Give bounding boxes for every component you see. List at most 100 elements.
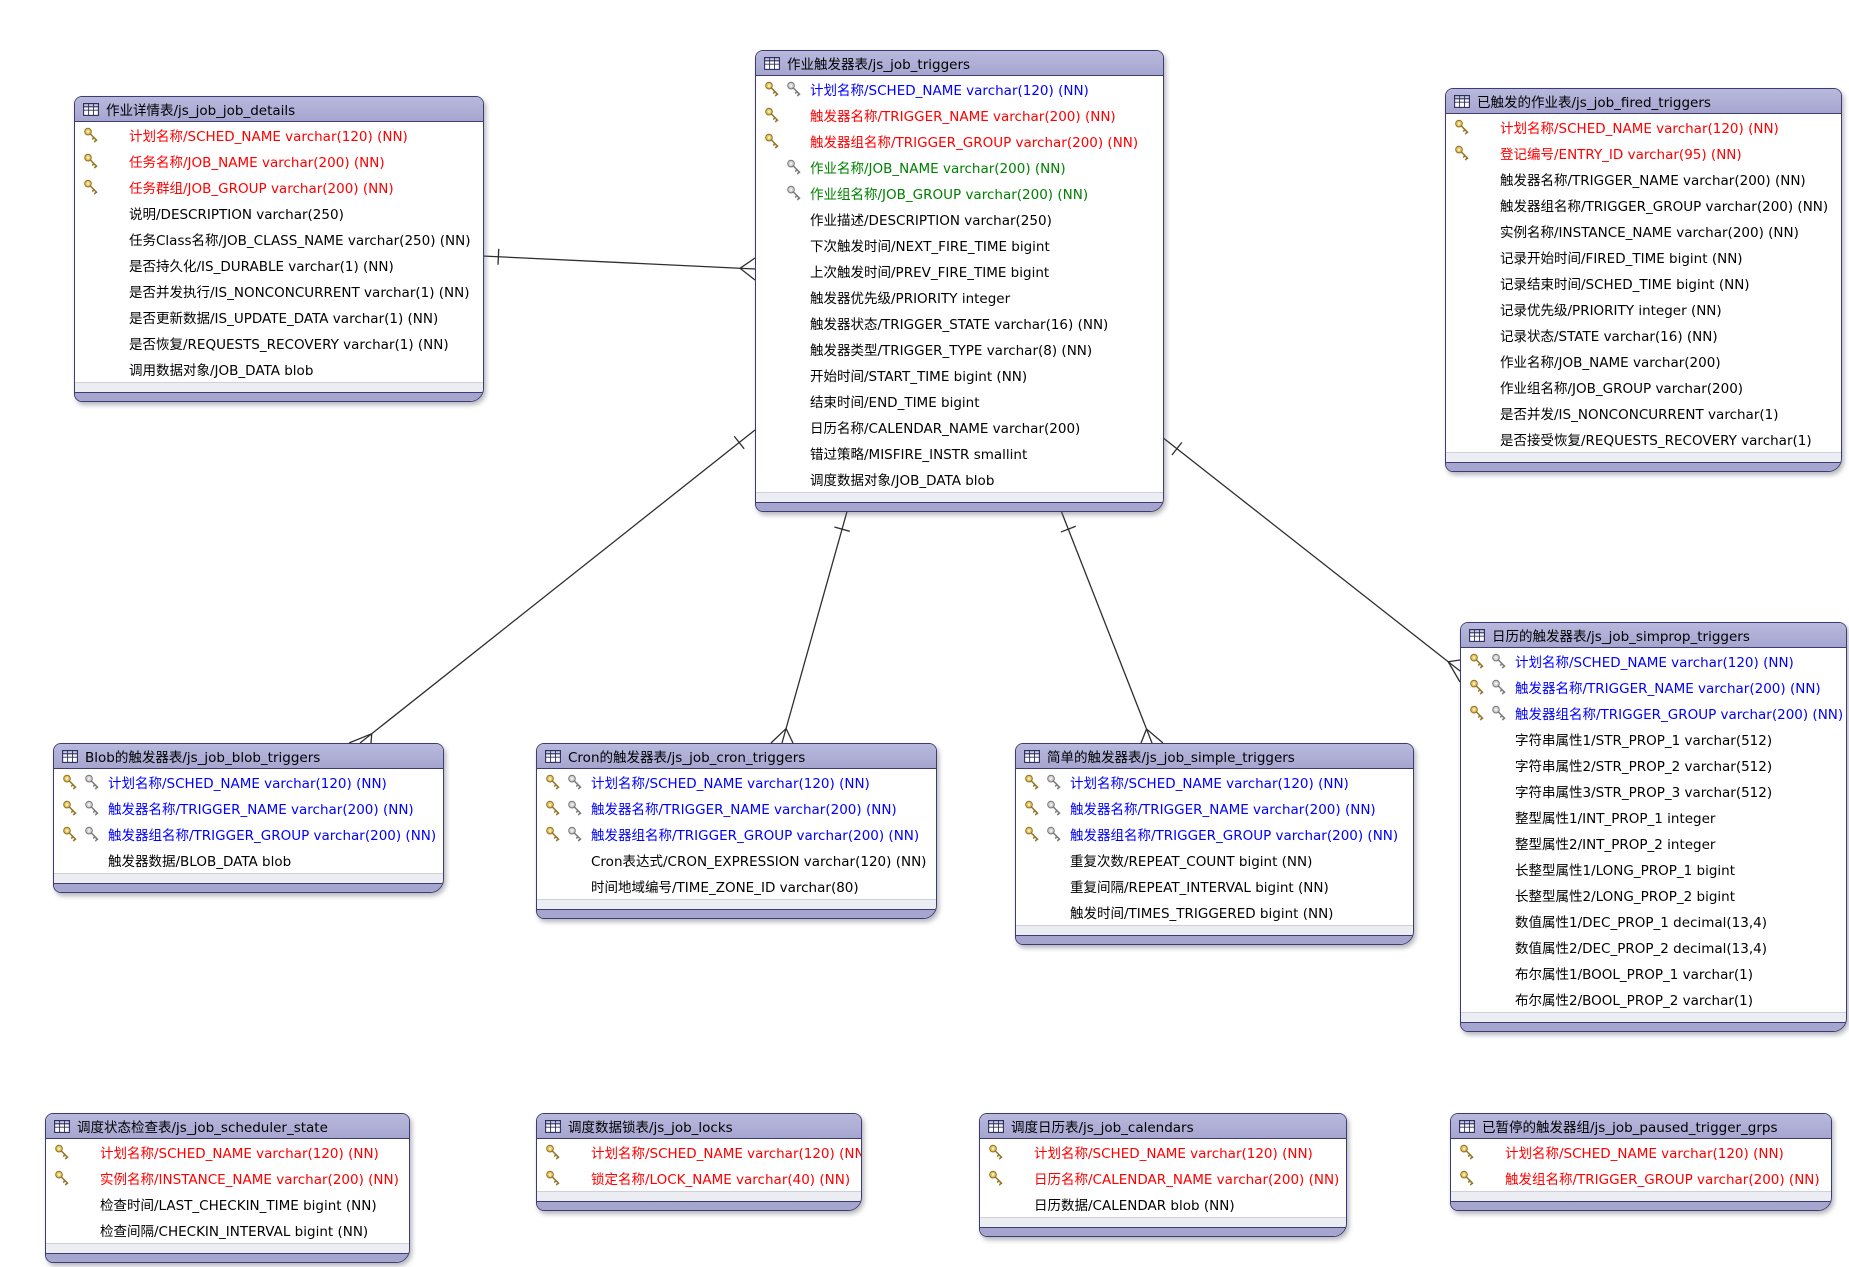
field-row[interactable]: 触发器优先级/PRIORITY integer — [756, 284, 1163, 310]
field-row[interactable]: 上次触发时间/PREV_FIRE_TIME bigint — [756, 258, 1163, 284]
field-row[interactable]: 计划名称/SCHED_NAME varchar(120) (NN) — [54, 769, 443, 795]
field-row[interactable]: 长整型属性2/LONG_PROP_2 bigint — [1461, 882, 1846, 908]
entity-header[interactable]: Cron的触发器表/js_job_cron_triggers — [537, 744, 936, 769]
field-row[interactable]: 作业组名称/JOB_GROUP varchar(200) (NN) — [756, 180, 1163, 206]
field-row[interactable]: 数值属性1/DEC_PROP_1 decimal(13,4) — [1461, 908, 1846, 934]
entity-header[interactable]: 已触发的作业表/js_job_fired_triggers — [1446, 89, 1841, 114]
field-row[interactable]: 触发器名称/TRIGGER_NAME varchar(200) (NN) — [54, 795, 443, 821]
field-row[interactable]: 触发组名称/TRIGGER_GROUP varchar(200) (NN) — [1451, 1165, 1831, 1191]
field-row[interactable]: 调用数据对象/JOB_DATA blob — [75, 356, 483, 382]
field-row[interactable]: 字符串属性1/STR_PROP_1 varchar(512) — [1461, 726, 1846, 752]
field-row[interactable]: 计划名称/SCHED_NAME varchar(120) (NN) — [46, 1139, 409, 1165]
field-row[interactable]: 触发器名称/TRIGGER_NAME varchar(200) (NN) — [1016, 795, 1413, 821]
field-row[interactable]: 触发器类型/TRIGGER_TYPE varchar(8) (NN) — [756, 336, 1163, 362]
relationship-js_job_triggers-js_job_simprop_triggers[interactable] — [1161, 436, 1461, 683]
field-row[interactable]: 字符串属性3/STR_PROP_3 varchar(512) — [1461, 778, 1846, 804]
field-row[interactable]: Cron表达式/CRON_EXPRESSION varchar(120) (NN… — [537, 847, 936, 873]
field-row[interactable]: 记录优先级/PRIORITY integer (NN) — [1446, 296, 1841, 322]
entity-header[interactable]: 作业详情表/js_job_job_details — [75, 97, 483, 122]
field-row[interactable]: 作业描述/DESCRIPTION varchar(250) — [756, 206, 1163, 232]
field-row[interactable]: 计划名称/SCHED_NAME varchar(120) (NN) — [1016, 769, 1413, 795]
field-row[interactable]: 触发器组名称/TRIGGER_GROUP varchar(200) (NN) — [537, 821, 936, 847]
field-row[interactable]: 检查时间/LAST_CHECKIN_TIME bigint (NN) — [46, 1191, 409, 1217]
field-row[interactable]: 字符串属性2/STR_PROP_2 varchar(512) — [1461, 752, 1846, 778]
field-row[interactable]: 重复次数/REPEAT_COUNT bigint (NN) — [1016, 847, 1413, 873]
field-row[interactable]: 计划名称/SCHED_NAME varchar(120) (NN) — [1446, 114, 1841, 140]
field-row[interactable]: 触发器名称/TRIGGER_NAME varchar(200) (NN) — [537, 795, 936, 821]
field-row[interactable]: 触发时间/TIMES_TRIGGERED bigint (NN) — [1016, 899, 1413, 925]
field-row[interactable]: 记录开始时间/FIRED_TIME bigint (NN) — [1446, 244, 1841, 270]
field-row[interactable]: 记录结束时间/SCHED_TIME bigint (NN) — [1446, 270, 1841, 296]
field-row[interactable]: 计划名称/SCHED_NAME varchar(120) (NN) — [537, 1139, 861, 1165]
field-row[interactable]: 说明/DESCRIPTION varchar(250) — [75, 200, 483, 226]
entity-header[interactable]: 简单的触发器表/js_job_simple_triggers — [1016, 744, 1413, 769]
field-row[interactable]: 开始时间/START_TIME bigint (NN) — [756, 362, 1163, 388]
field-row[interactable]: 调度数据对象/JOB_DATA blob — [756, 466, 1163, 492]
field-row[interactable]: 作业名称/JOB_NAME varchar(200) (NN) — [756, 154, 1163, 180]
field-row[interactable]: 布尔属性1/BOOL_PROP_1 varchar(1) — [1461, 960, 1846, 986]
field-row[interactable]: 任务Class名称/JOB_CLASS_NAME varchar(250) (N… — [75, 226, 483, 252]
relationship-js_job_triggers-js_job_simple_triggers[interactable] — [1059, 507, 1164, 744]
field-row[interactable]: 计划名称/SCHED_NAME varchar(120) (NN) — [537, 769, 936, 795]
entity-header[interactable]: 调度状态检查表/js_job_scheduler_state — [46, 1114, 409, 1139]
field-row[interactable]: 数值属性2/DEC_PROP_2 decimal(13,4) — [1461, 934, 1846, 960]
field-row[interactable]: 触发器状态/TRIGGER_STATE varchar(16) (NN) — [756, 310, 1163, 336]
field-row[interactable]: 长整型属性1/LONG_PROP_1 bigint — [1461, 856, 1846, 882]
field-row[interactable]: 时间地域编号/TIME_ZONE_ID varchar(80) — [537, 873, 936, 899]
field-row[interactable]: 计划名称/SCHED_NAME varchar(120) (NN) — [756, 76, 1163, 102]
field-row[interactable]: 作业组名称/JOB_GROUP varchar(200) — [1446, 374, 1841, 400]
field-row[interactable]: 触发器组名称/TRIGGER_GROUP varchar(200) (NN) — [1446, 192, 1841, 218]
entity-header[interactable]: 调度数据锁表/js_job_locks — [537, 1114, 861, 1139]
field-row[interactable]: 结束时间/END_TIME bigint — [756, 388, 1163, 414]
field-row[interactable]: 日历名称/CALENDAR_NAME varchar(200) — [756, 414, 1163, 440]
relationship-js_job_job_details-js_job_triggers[interactable] — [481, 248, 756, 281]
field-row[interactable]: 是否并发/IS_NONCONCURRENT varchar(1) — [1446, 400, 1841, 426]
entity-header[interactable]: Blob的触发器表/js_job_blob_triggers — [54, 744, 443, 769]
field-row[interactable]: 作业名称/JOB_NAME varchar(200) — [1446, 348, 1841, 374]
field-row[interactable]: 是否更新数据/IS_UPDATE_DATA varchar(1) (NN) — [75, 304, 483, 330]
field-row[interactable]: 是否恢复/REQUESTS_RECOVERY varchar(1) (NN) — [75, 330, 483, 356]
field-row[interactable]: 计划名称/SCHED_NAME varchar(120) (NN) — [980, 1139, 1346, 1165]
field-row[interactable]: 日历数据/CALENDAR blob (NN) — [980, 1191, 1346, 1217]
entity-header[interactable]: 调度日历表/js_job_calendars — [980, 1114, 1346, 1139]
entity-header[interactable]: 日历的触发器表/js_job_simprop_triggers — [1461, 623, 1846, 648]
field-row[interactable]: 触发器组名称/TRIGGER_GROUP varchar(200) (NN) — [54, 821, 443, 847]
relationship-js_job_triggers-js_job_cron_triggers[interactable] — [770, 507, 850, 744]
field-row[interactable]: 整型属性2/INT_PROP_2 integer — [1461, 830, 1846, 856]
field-row[interactable]: 登记编号/ENTRY_ID varchar(95) (NN) — [1446, 140, 1841, 166]
field-row[interactable]: 下次触发时间/NEXT_FIRE_TIME bigint — [756, 232, 1163, 258]
field-row[interactable]: 记录状态/STATE varchar(16) (NN) — [1446, 322, 1841, 348]
field-row[interactable]: 重复间隔/REPEAT_INTERVAL bigint (NN) — [1016, 873, 1413, 899]
field-row[interactable]: 触发器组名称/TRIGGER_GROUP varchar(200) (NN) — [756, 128, 1163, 154]
field-row[interactable]: 触发器组名称/TRIGGER_GROUP varchar(200) (NN) — [1016, 821, 1413, 847]
field-row[interactable]: 计划名称/SCHED_NAME varchar(120) (NN) — [1451, 1139, 1831, 1165]
field-row[interactable]: 日历名称/CALENDAR_NAME varchar(200) (NN) — [980, 1165, 1346, 1191]
field-row[interactable]: 实例名称/INSTANCE_NAME varchar(200) (NN) — [46, 1165, 409, 1191]
field-row[interactable]: 是否接受恢复/REQUESTS_RECOVERY varchar(1) — [1446, 426, 1841, 452]
field-row[interactable]: 计划名称/SCHED_NAME varchar(120) (NN) — [75, 122, 483, 148]
field-row[interactable]: 计划名称/SCHED_NAME varchar(120) (NN) — [1461, 648, 1846, 674]
field-row[interactable]: 实例名称/INSTANCE_NAME varchar(200) (NN) — [1446, 218, 1841, 244]
field-row[interactable]: 错过策略/MISFIRE_INSTR smallint — [756, 440, 1163, 466]
entity-header[interactable]: 已暂停的触发器组/js_job_paused_trigger_grps — [1451, 1114, 1831, 1139]
field-row[interactable]: 触发器数据/BLOB_DATA blob — [54, 847, 443, 873]
field-row[interactable]: 触发器名称/TRIGGER_NAME varchar(200) (NN) — [1446, 166, 1841, 192]
entity-header[interactable]: 作业触发器表/js_job_triggers — [756, 51, 1163, 76]
field-row[interactable]: 布尔属性2/BOOL_PROP_2 varchar(1) — [1461, 986, 1846, 1012]
field-row[interactable]: 任务群组/JOB_GROUP varchar(200) (NN) — [75, 174, 483, 200]
field-row[interactable]: 锁定名称/LOCK_NAME varchar(40) (NN) — [537, 1165, 861, 1191]
field-row[interactable]: 触发器名称/TRIGGER_NAME varchar(200) (NN) — [756, 102, 1163, 128]
field-row[interactable]: 是否持久化/IS_DURABLE varchar(1) (NN) — [75, 252, 483, 278]
field-row[interactable]: 触发器名称/TRIGGER_NAME varchar(200) (NN) — [1461, 674, 1846, 700]
